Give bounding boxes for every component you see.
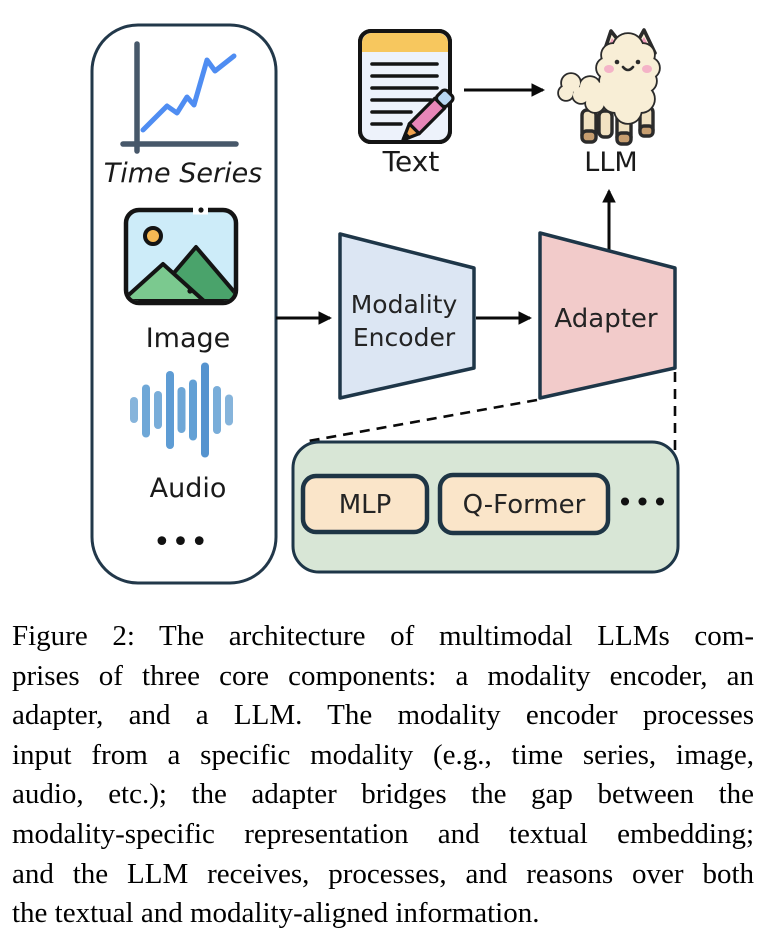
caption-line: and the LLM receives, processes, and rea… <box>12 857 754 890</box>
caption-line: Figure 2: The architecture of multimodal… <box>12 620 754 652</box>
modality-encoder-label-line2: Encoder <box>353 323 456 352</box>
adapter-detail-dashed-line-left <box>302 398 538 444</box>
panel-ellipsis: ••• <box>153 525 209 560</box>
caption-line: adapter, and a LLM. The modality encoder… <box>12 699 754 732</box>
figure-caption: Figure 2: The architecture of multimodal… <box>12 617 754 934</box>
image-label: Image <box>146 323 231 354</box>
caption-line: audio, etc.); the adapter bridges the ga… <box>12 778 754 811</box>
qformer-module <box>437 472 611 536</box>
qformer-label: Q-Former <box>463 490 586 520</box>
mlp-module <box>300 473 430 535</box>
time-series-label: Time Series <box>104 158 263 189</box>
modality-encoder-shape <box>338 232 476 400</box>
llama-icon <box>557 28 661 146</box>
notepad-pencil-icon <box>358 29 455 144</box>
modality-encoder-label-line1: Modality <box>351 290 458 319</box>
adapter-label: Adapter <box>554 304 657 334</box>
mlp-label: MLP <box>339 490 392 520</box>
modalities-panel: Time Series Image Audio • <box>90 23 278 585</box>
adapter-modules-panel: MLP Q-Former ••• <box>291 440 680 574</box>
pencil <box>401 88 455 142</box>
caption-line: prises of three core components: a modal… <box>12 659 754 692</box>
architecture-diagram: Time Series Image Audio • <box>90 23 680 585</box>
notepad-lines <box>370 62 439 126</box>
caption-line: modality-specific representation and tex… <box>12 817 754 850</box>
caption-line: the textual and modality-aligned informa… <box>12 897 540 930</box>
caption-line: input from a specific modality (e.g., ti… <box>12 738 754 771</box>
audio-label: Audio <box>150 473 227 504</box>
llama-face <box>604 59 652 73</box>
llm-label: LLM <box>584 147 637 178</box>
adapter-shape <box>538 231 677 400</box>
audio-waveform-icon <box>130 362 233 458</box>
image-icon <box>123 205 239 306</box>
modules-ellipsis: ••• <box>617 486 670 519</box>
line-chart-icon <box>120 41 239 154</box>
text-label: Text <box>382 145 440 178</box>
